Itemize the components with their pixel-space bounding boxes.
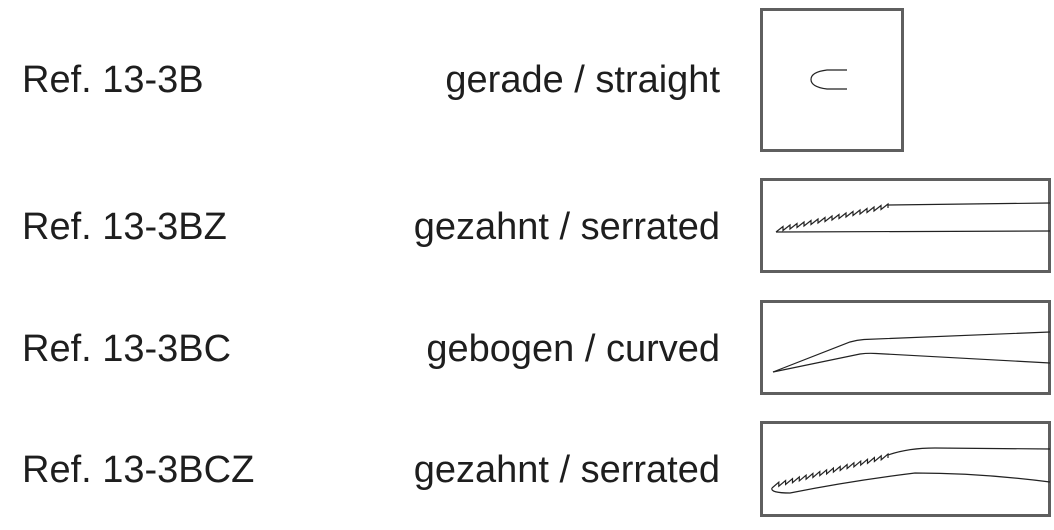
description-label: gezahnt / serrated (413, 449, 720, 491)
serrated-curved-tip-icon (760, 421, 1051, 517)
ref-label: Ref. 13-3BZ (22, 206, 227, 248)
description-label: gerade / straight (445, 59, 720, 101)
serrated-straight-tip-icon (760, 178, 1051, 273)
ref-label: Ref. 13-3B (22, 59, 204, 101)
description-label: gebogen / curved (426, 328, 720, 370)
description-label: gezahnt / serrated (413, 206, 720, 248)
ref-label: Ref. 13-3BCZ (22, 449, 255, 491)
curved-tip-icon (760, 300, 1051, 395)
ref-label: Ref. 13-3BC (22, 328, 232, 370)
straight-tip-icon (760, 8, 904, 152)
